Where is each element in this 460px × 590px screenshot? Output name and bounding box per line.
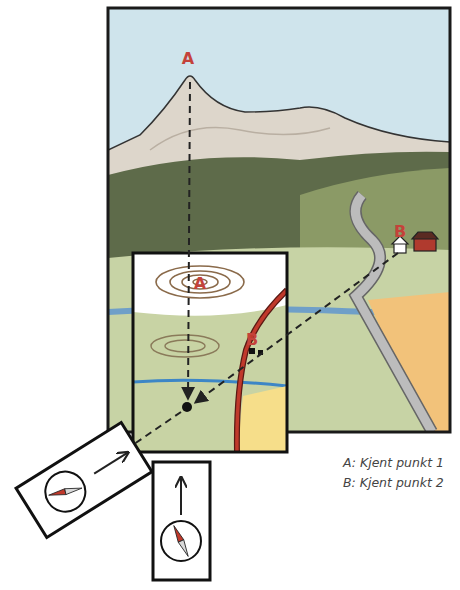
bearing-line — [188, 82, 190, 398]
map-frame — [133, 253, 287, 452]
legend-note: B: Kjent punkt 2 — [343, 475, 444, 490]
map-point-label: B — [246, 330, 258, 349]
point-label: B — [394, 222, 406, 241]
position-dot — [182, 402, 192, 412]
point-label: A — [182, 49, 194, 68]
map-point-label: A — [194, 274, 206, 293]
map-inset — [133, 253, 287, 452]
compass — [16, 423, 152, 538]
legend-note: A: Kjent punkt 1 — [343, 455, 444, 470]
compass — [153, 462, 210, 580]
bearing-line — [196, 253, 398, 402]
